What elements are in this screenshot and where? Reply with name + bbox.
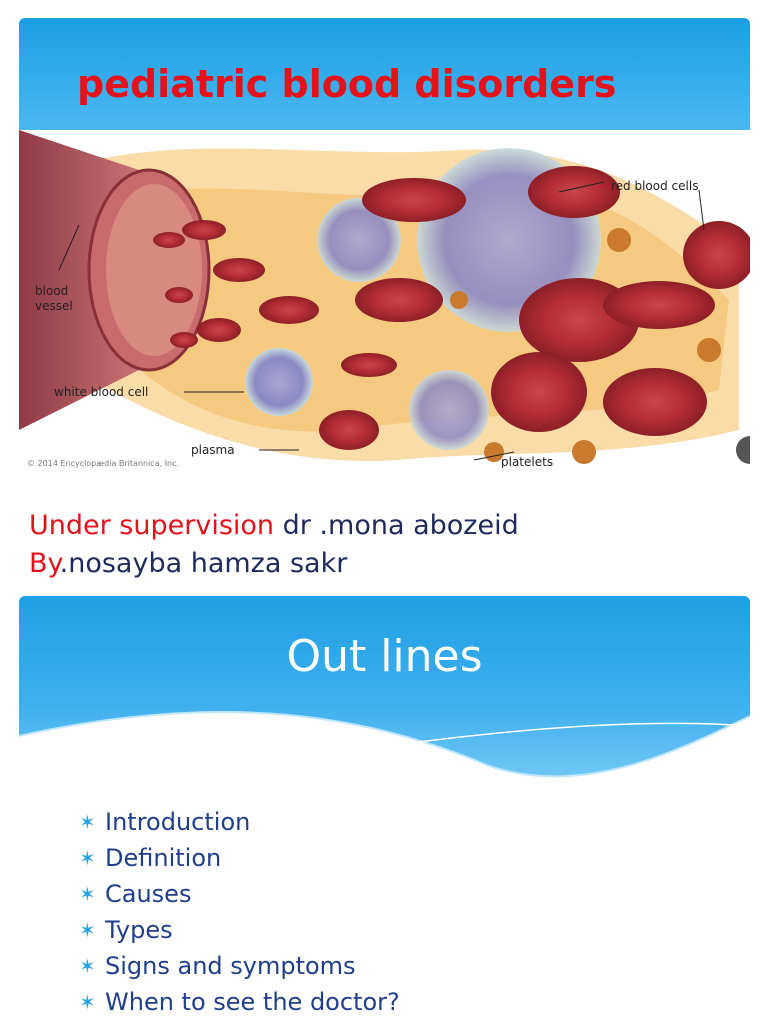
wave-decoration: [19, 711, 750, 806]
star-bullet-icon: ✶: [79, 954, 96, 978]
supervision-line: Under supervision dr .mona abozeid: [29, 510, 519, 542]
slide-title: pediatric blood disorders: [77, 62, 617, 106]
copyright-notice: © 2014 Encyclopædia Britannica, Inc.: [27, 459, 179, 468]
star-bullet-icon: ✶: [79, 882, 96, 906]
outline-list: ✶ Introduction ✶ Definition ✶ Causes ✶ Types…: [79, 804, 400, 1020]
list-item: ✶ Definition: [79, 840, 400, 876]
list-item: ✶ Causes: [79, 876, 400, 912]
list-item: ✶ Introduction: [79, 804, 400, 840]
star-bullet-icon: ✶: [79, 990, 96, 1014]
list-item: ✶ Signs and symptoms: [79, 948, 400, 984]
label-plasma: plasma: [191, 443, 235, 457]
author-name: .nosayba hamza sakr: [59, 548, 348, 579]
blood-cells-illustration: red blood cells blood vessel white blood…: [19, 130, 750, 468]
list-item-label: Types: [105, 916, 173, 944]
title-band: [19, 18, 750, 130]
star-bullet-icon: ✶: [79, 918, 96, 942]
label-platelets: platelets: [501, 455, 553, 468]
list-item: ✶ Types: [79, 912, 400, 948]
list-item-label: Signs and symptoms: [105, 952, 356, 980]
label-blood-vessel-line2: vessel: [35, 299, 73, 313]
label-white-blood-cell: white blood cell: [54, 385, 148, 399]
list-item-label: Introduction: [105, 808, 251, 836]
list-item: ✶ When to see the doctor?: [79, 984, 400, 1020]
list-item-label: Definition: [105, 844, 222, 872]
star-bullet-icon: ✶: [79, 846, 96, 870]
label-red-blood-cells: red blood cells: [611, 179, 698, 193]
author-line: By.nosayba hamza sakr: [29, 548, 347, 580]
star-bullet-icon: ✶: [79, 810, 96, 834]
supervisor-name: dr .mona abozeid: [274, 510, 519, 541]
supervision-label: Under supervision: [29, 510, 275, 541]
outline-slide: Out lines ✶ Introduction ✶ Definition ✶ Cau…: [19, 596, 750, 1024]
title-slide: pediatric blood disorders: [19, 18, 750, 594]
slide-title: Out lines: [286, 631, 483, 682]
list-item-label: When to see the doctor?: [105, 988, 400, 1016]
by-label: By: [29, 548, 60, 579]
list-item-label: Causes: [105, 880, 192, 908]
label-blood-vessel-line1: blood: [35, 284, 68, 298]
